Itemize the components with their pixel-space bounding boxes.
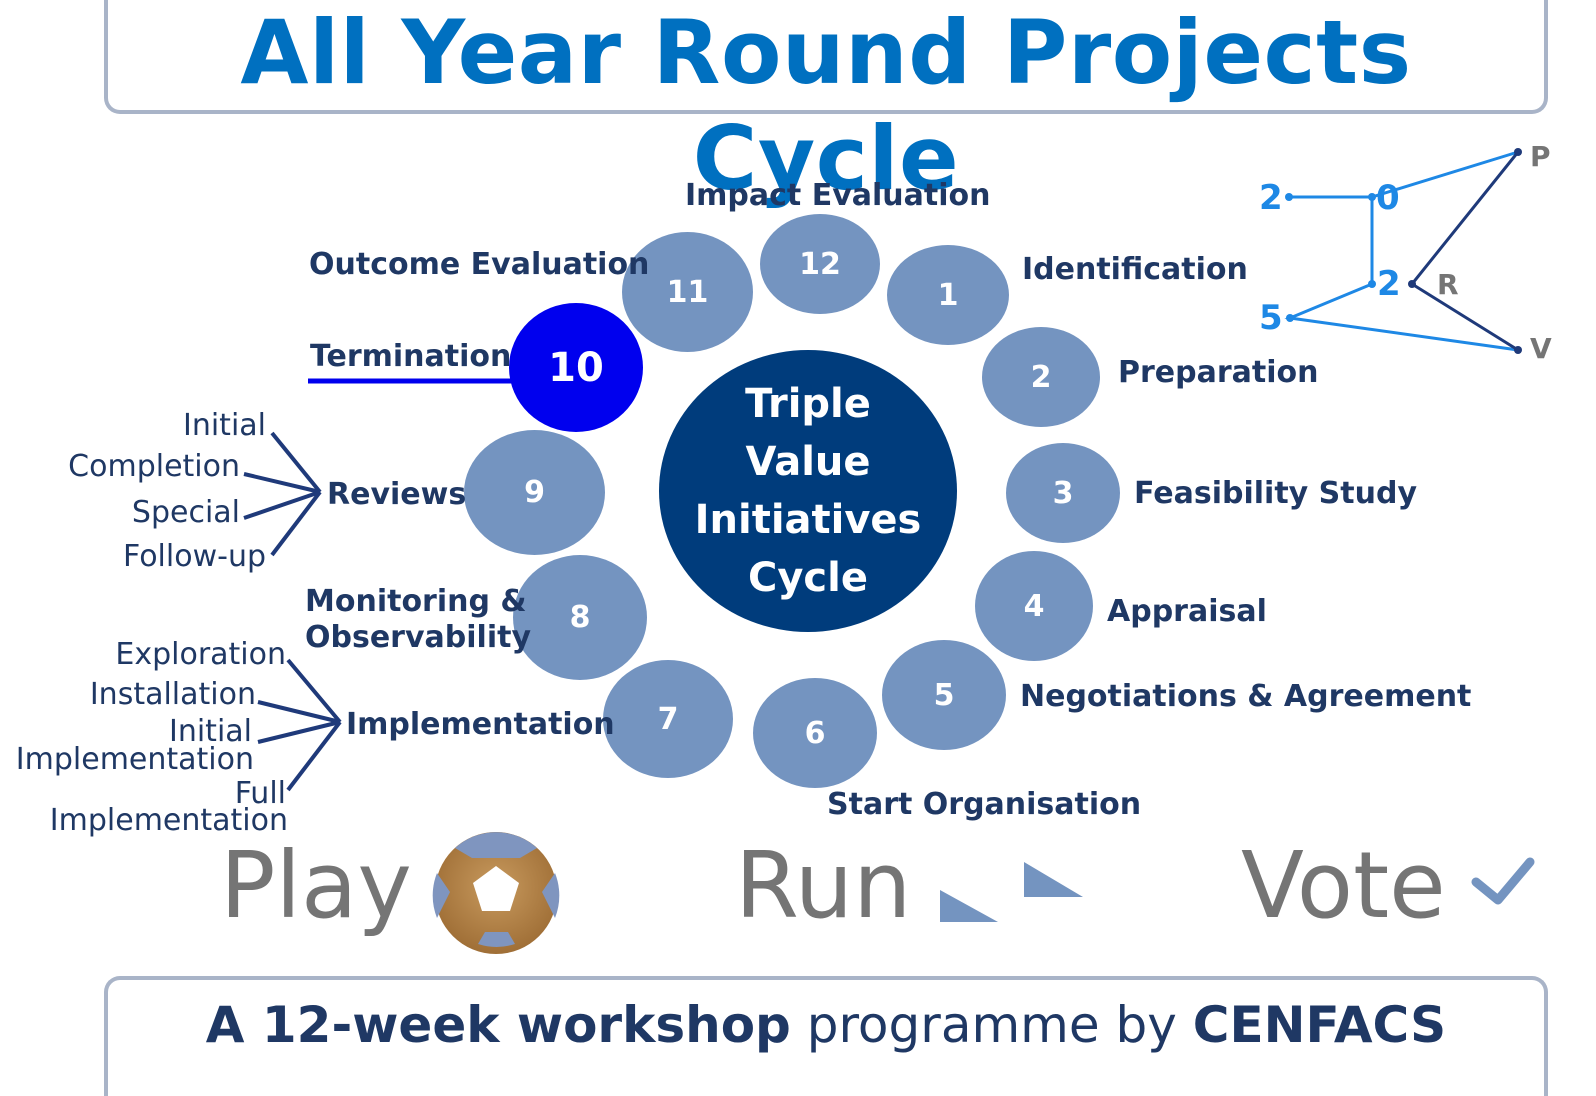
step-circle-10: 10 xyxy=(509,303,643,432)
hub-line: Value xyxy=(745,439,871,485)
hub-line: Initiatives xyxy=(694,497,922,543)
review-type-initial: Initial xyxy=(182,408,266,443)
footer-text: A 12-week workshop programme by CENFACS xyxy=(104,990,1548,1060)
prv-letter-p: P xyxy=(1530,140,1551,173)
footer-frame xyxy=(104,976,1548,1096)
reviews-bracket xyxy=(243,431,322,557)
prv-diagram xyxy=(1284,148,1522,354)
step-circle-5: 5 xyxy=(882,640,1006,750)
hub-line: Triple xyxy=(745,381,871,427)
step-label-outcome-evaluation: Outcome Evaluation xyxy=(309,247,650,282)
monitoring-line-2: Observability xyxy=(305,620,531,655)
impl-stage-initial-implementation: Implementation xyxy=(15,742,254,777)
step-label-reviews: Reviews xyxy=(327,477,467,512)
step-circle-7: 7 xyxy=(603,660,733,778)
step-label-feasibility: Feasibility Study xyxy=(1134,476,1418,511)
step-circle-12: 12 xyxy=(760,214,880,314)
step-label-termination: Termination xyxy=(310,339,512,374)
step-circle-1: 1 xyxy=(887,245,1009,345)
checkmark-icon xyxy=(1471,857,1535,905)
step-circle-3: 3 xyxy=(1006,443,1120,543)
impl-stage-full-implementation: Implementation xyxy=(49,803,288,838)
prv-digit-5: 5 xyxy=(1259,298,1283,338)
footer-bold-1: A 12-week workshop xyxy=(205,996,791,1054)
impl-stage-initial: Initial xyxy=(168,714,252,749)
step-circle-6: 6 xyxy=(753,678,877,788)
step-circle-9: 9 xyxy=(464,430,605,555)
footer-bold-2: CENFACS xyxy=(1192,996,1447,1054)
page-title: All Year Round Projects Cycle xyxy=(240,1,1412,210)
step-label-implementation: Implementation xyxy=(346,707,615,742)
impl-stage-full: Full xyxy=(234,776,286,811)
impl-stage-exploration: Exploration xyxy=(115,637,286,672)
review-type-special: Special xyxy=(131,495,240,530)
step-circle-11: 11 xyxy=(622,232,753,352)
step-label-identification: Identification xyxy=(1022,252,1248,287)
cycle-hub: Triple Value Initiatives Cycle xyxy=(659,350,957,632)
step-label-start-organisation: Start Organisation xyxy=(827,787,1142,822)
step-label-appraisal: Appraisal xyxy=(1107,594,1267,629)
vote-word: Vote xyxy=(1241,832,1446,939)
run-word: Run xyxy=(735,832,912,939)
step-label-monitoring: Monitoring & Observability xyxy=(305,584,531,656)
monitoring-line-1: Monitoring & xyxy=(305,584,527,619)
step-circle-2: 2 xyxy=(982,327,1100,427)
step-circle-8: 8 xyxy=(513,555,647,680)
title-frame xyxy=(104,0,1548,114)
play-word: Play xyxy=(220,832,412,939)
prv-digit-0: 0 xyxy=(1376,178,1400,218)
step-label-negotiations: Negotiations & Agreement xyxy=(1020,679,1472,714)
step-circle-4: 4 xyxy=(975,551,1093,661)
prv-letter-r: R xyxy=(1437,268,1459,301)
prv-digit-2a: 2 xyxy=(1259,178,1283,218)
implementation-bracket xyxy=(257,658,342,792)
hub-line: Cycle xyxy=(748,555,868,601)
prv-digit-2b: 2 xyxy=(1377,264,1401,304)
review-type-completion: Completion xyxy=(68,449,240,484)
impl-stage-installation: Installation xyxy=(89,677,256,712)
footer-normal: programme by xyxy=(790,996,1193,1054)
ramp-icon xyxy=(940,862,1083,922)
review-type-follow-up: Follow-up xyxy=(123,539,266,574)
step-label-impact-evaluation: Impact Evaluation xyxy=(685,178,991,213)
prv-letter-v: V xyxy=(1530,332,1552,365)
step-label-preparation: Preparation xyxy=(1118,355,1319,390)
